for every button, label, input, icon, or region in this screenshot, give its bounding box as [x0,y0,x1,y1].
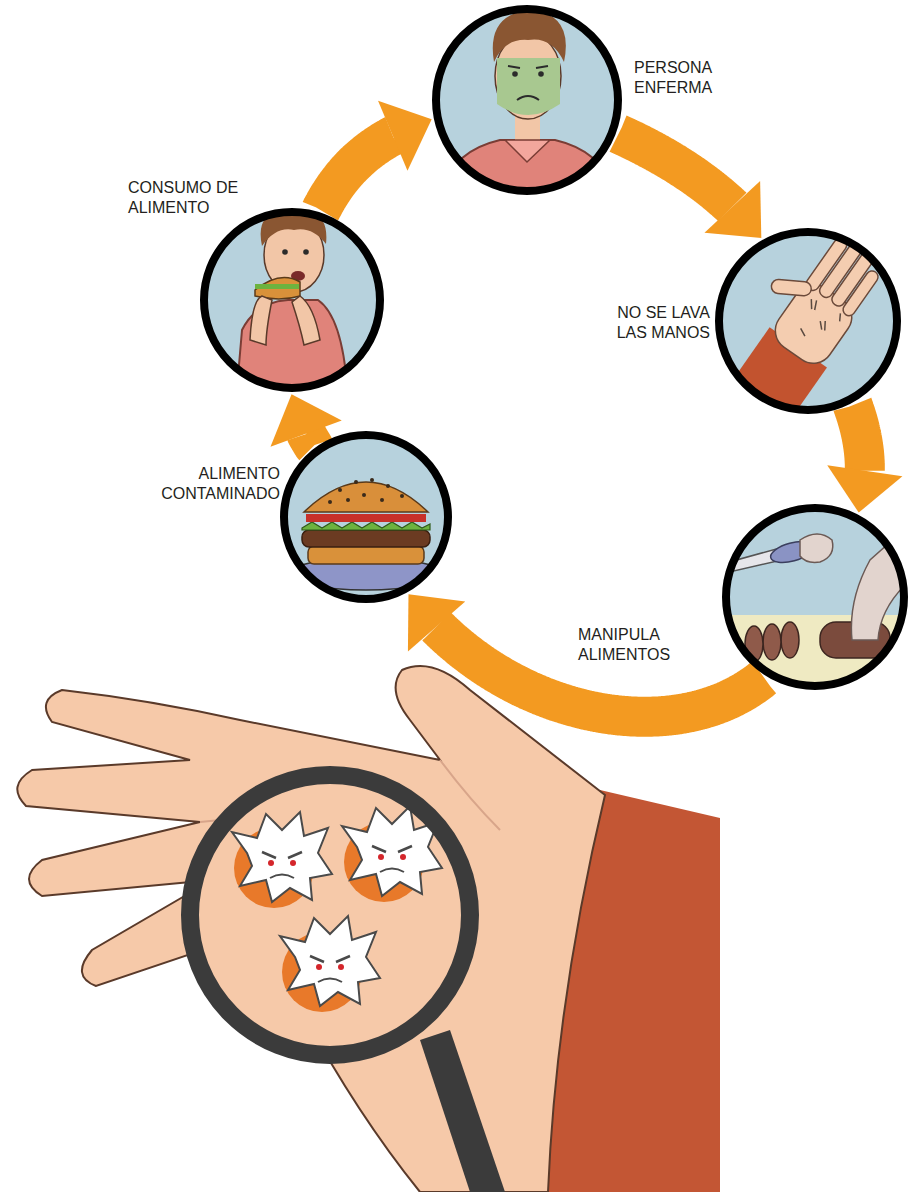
eating-person-picture [292,296,320,345]
step-circle: NO SE LAVA LAS MANOS [715,228,901,414]
arrow-band [321,136,393,211]
sick-person-picture [517,96,539,100]
burger-picture [328,500,332,504]
dirty-hand-picture [771,279,812,296]
step-label: CONSUMO DE ALIMENTO [128,178,248,218]
burger-picture [354,480,358,484]
sick-person-picture [493,10,566,62]
food-handling-picture [726,508,904,686]
step-circle: ALIMENTO CONTAMINADO [280,431,452,603]
sick-person-picture [505,140,550,162]
eating-person-picture [250,296,272,345]
hand-with-germs-illustration [17,666,720,1192]
burger-picture [308,546,424,564]
food-handling-picture [700,508,912,715]
step-label: MANIPULA ALIMENTOS [578,625,693,665]
arrow-head [408,594,465,651]
burger-picture [306,514,426,522]
arrow-band [306,434,313,446]
sick-person-picture [512,71,518,77]
sick-person-picture [436,9,618,200]
sick-person-picture [436,9,618,191]
burger-picture [338,488,342,492]
burger-picture [370,478,374,482]
eating-person-picture [303,249,309,255]
eating-person-picture [204,212,380,388]
arrow-head [827,465,902,512]
food-handling-picture [781,622,799,658]
arrow-band [853,405,865,471]
dirty-hand-picture [697,211,898,441]
food-handling-picture [763,624,781,660]
arrow-head [704,181,761,238]
cycle-arrow [321,101,432,211]
burger-picture [386,484,390,488]
hand-with-germs-illustration [232,812,332,908]
hand-with-germs-illustration [198,783,462,1047]
burger-picture [362,493,366,497]
burger-picture [304,482,428,512]
eating-person-picture [282,249,288,255]
arrow-band [619,134,733,207]
hand-with-germs-illustration [17,666,605,1192]
step-circle: MANIPULA ALIMENTOS [722,504,908,690]
eating-person-picture [255,284,299,289]
step-circle: PERSONA ENFERMA [432,5,622,195]
food-handling-picture [800,534,833,562]
eating-person-picture [236,211,348,400]
hand-with-germs-illustration [420,1030,505,1192]
burger-picture [328,478,404,504]
burger-picture [284,435,448,599]
burger-picture [380,498,384,502]
sick-person-picture [497,58,560,115]
burger-picture [284,435,448,599]
cycle-arrow [619,134,762,238]
dirty-hand-picture [792,295,844,348]
eating-person-picture [204,211,380,400]
dirty-hand-picture [841,269,881,318]
burger-picture [302,530,430,547]
step-label: PERSONA ENFERMA [634,58,729,98]
hand-with-germs-illustration [190,775,470,1055]
burger-picture [284,435,448,599]
dirty-hand-picture [697,211,898,441]
burger-picture [346,498,350,502]
cycle-arrow [827,405,902,512]
dirty-hand-picture [719,232,897,410]
sick-person-picture [508,66,548,68]
burger-picture [400,494,404,498]
hand-with-germs-illustration [280,916,380,1012]
arrow-head [378,101,432,171]
step-label: ALIMENTO CONTAMINADO [150,464,280,504]
sick-person-picture [538,71,544,77]
hand-with-germs-illustration [232,806,442,1012]
burger-picture [302,522,430,530]
food-handling-picture [720,615,912,715]
dirty-hand-picture [697,211,898,441]
step-label: NO SE LAVA LAS MANOS [598,303,710,343]
step-circle: CONSUMO DE ALIMENTO [200,208,384,392]
